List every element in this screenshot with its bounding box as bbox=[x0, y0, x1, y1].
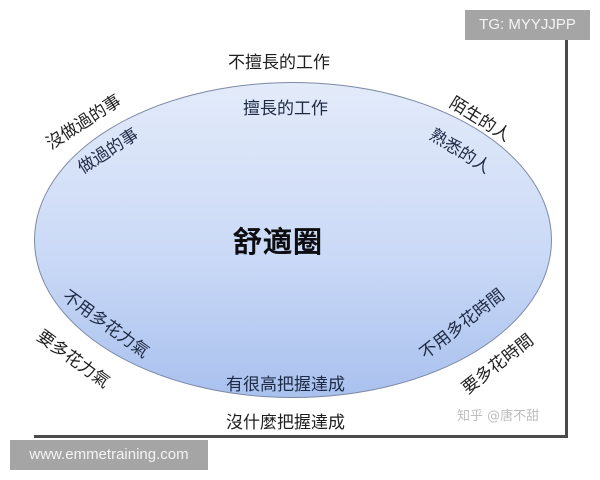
zhihu-watermark: 知乎 @唐不甜 bbox=[457, 409, 540, 424]
tg-watermark-badge: TG: MYYJJPP bbox=[465, 10, 590, 40]
label-inside-top: 擅長的工作 bbox=[243, 99, 328, 119]
site-watermark-badge: www.emmetraining.com bbox=[10, 440, 208, 470]
frame-border-bottom bbox=[34, 435, 568, 438]
label-outside-bottom: 沒什麼把握達成 bbox=[226, 413, 345, 433]
diagram-title: 舒適圈 bbox=[233, 225, 324, 259]
frame-border-right bbox=[565, 40, 568, 438]
label-outside-top: 不擅長的工作 bbox=[228, 53, 330, 73]
label-inside-bottom: 有很高把握達成 bbox=[226, 375, 345, 395]
comfort-zone-ellipse bbox=[34, 82, 552, 398]
